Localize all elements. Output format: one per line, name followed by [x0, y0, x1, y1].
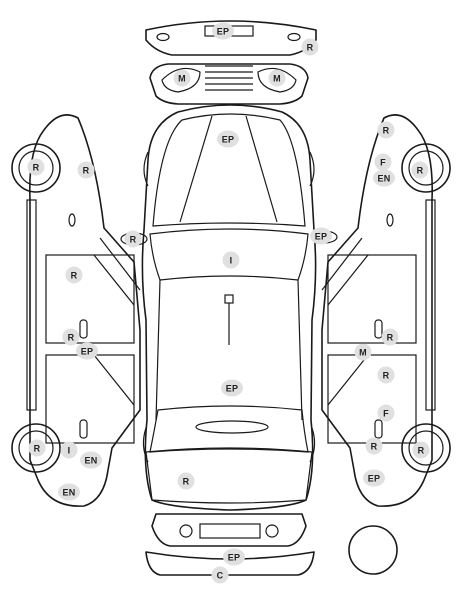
- badge-right-fender-ep[interactable]: EP: [363, 469, 385, 487]
- spare-tire: [348, 525, 398, 575]
- badge-left-rear-panel[interactable]: R: [77, 161, 95, 179]
- left-side-profile: [11, 114, 141, 507]
- badge-right-pillar[interactable]: M: [354, 343, 372, 361]
- rear-bumper: [149, 63, 309, 105]
- car-body-top-view: [141, 104, 317, 511]
- badge-left-rear-handle[interactable]: R: [62, 328, 80, 346]
- badge-left-pillar[interactable]: EP: [76, 342, 98, 360]
- badge-tail-m-right[interactable]: M: [268, 69, 286, 87]
- badge-left-front-wheel[interactable]: R: [28, 439, 46, 457]
- badge-front-bumper-ep[interactable]: EP: [223, 548, 245, 566]
- badge-left-rear-door[interactable]: R: [65, 266, 83, 284]
- right-side-profile: [321, 114, 451, 507]
- badge-left-front-en[interactable]: EN: [80, 451, 102, 469]
- badge-right-rear-wheel[interactable]: R: [411, 161, 429, 179]
- badge-right-rear-en[interactable]: EN: [373, 169, 395, 187]
- badge-roof[interactable]: I: [222, 251, 240, 269]
- badge-trunk-ep[interactable]: EP: [212, 22, 234, 40]
- badge-right-door-f[interactable]: F: [377, 404, 395, 422]
- badge-right-front-handle[interactable]: R: [365, 437, 383, 455]
- badge-right-mirror[interactable]: EP: [310, 227, 332, 245]
- front-bumper: [145, 513, 315, 576]
- badge-trunk-r[interactable]: R: [301, 38, 319, 56]
- badge-rear-glass[interactable]: EP: [217, 130, 239, 148]
- badge-right-rear-f[interactable]: F: [374, 153, 392, 171]
- badge-right-front-wheel[interactable]: R: [412, 441, 430, 459]
- badge-front[interactable]: R: [177, 472, 195, 490]
- badge-front-bumper-c[interactable]: C: [211, 566, 229, 584]
- badge-right-rear-handle[interactable]: R: [381, 328, 399, 346]
- badge-tail-m-left[interactable]: M: [173, 69, 191, 87]
- badge-left-rear-wheel[interactable]: R: [27, 158, 45, 176]
- badge-left-mirror[interactable]: R: [124, 230, 142, 248]
- badge-left-front-i[interactable]: I: [60, 441, 78, 459]
- badge-hood[interactable]: EP: [221, 379, 243, 397]
- badge-right-front-door[interactable]: R: [377, 366, 395, 384]
- badge-left-fender-en[interactable]: EN: [58, 483, 80, 501]
- badge-right-rear-panel[interactable]: R: [377, 121, 395, 139]
